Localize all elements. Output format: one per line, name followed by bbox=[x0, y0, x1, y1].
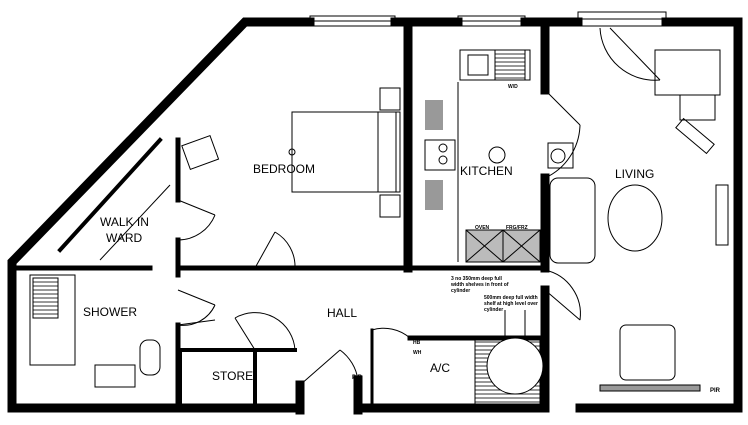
living-furniture bbox=[549, 49, 729, 392]
room-label-shower: SHOWER bbox=[83, 305, 137, 319]
note-line: shelf at high level over bbox=[484, 301, 538, 307]
bedroom-furniture bbox=[99, 87, 401, 261]
note-line: cylinder bbox=[484, 307, 503, 313]
bathroom-fittings bbox=[29, 274, 161, 388]
room-label-bedroom: BEDROOM bbox=[253, 162, 315, 176]
note-line: 3 no 350mm deep full bbox=[451, 276, 502, 282]
fridge-label: FRG/FRZ bbox=[506, 225, 528, 231]
room-label-ward: WARD bbox=[106, 231, 143, 245]
wh-label: WH bbox=[413, 350, 422, 356]
doors bbox=[177, 27, 661, 386]
pir-label: PIR bbox=[710, 388, 721, 394]
note-line: 500mm deep full width bbox=[484, 295, 538, 301]
room-label-living: LIVING bbox=[615, 167, 654, 181]
cylinder bbox=[474, 310, 544, 405]
pir-label: PIR bbox=[352, 375, 363, 381]
windows bbox=[309, 11, 667, 27]
room-label-ac: A/C bbox=[430, 361, 450, 375]
kitchen-fittings bbox=[424, 49, 574, 263]
oven-label: OVEN bbox=[475, 225, 490, 231]
washer-label: W/D bbox=[508, 84, 518, 90]
note-line: cylinder bbox=[451, 288, 470, 294]
hb-label: HB bbox=[413, 340, 421, 346]
room-label-walk-in: WALK IN bbox=[100, 215, 149, 229]
room-label-kitchen: KITCHEN bbox=[460, 164, 513, 178]
walls bbox=[7, 17, 743, 415]
room-label-hall: HALL bbox=[327, 306, 357, 320]
note-line: width shelves in front of bbox=[450, 282, 509, 288]
room-label-store: STORE bbox=[212, 369, 253, 383]
